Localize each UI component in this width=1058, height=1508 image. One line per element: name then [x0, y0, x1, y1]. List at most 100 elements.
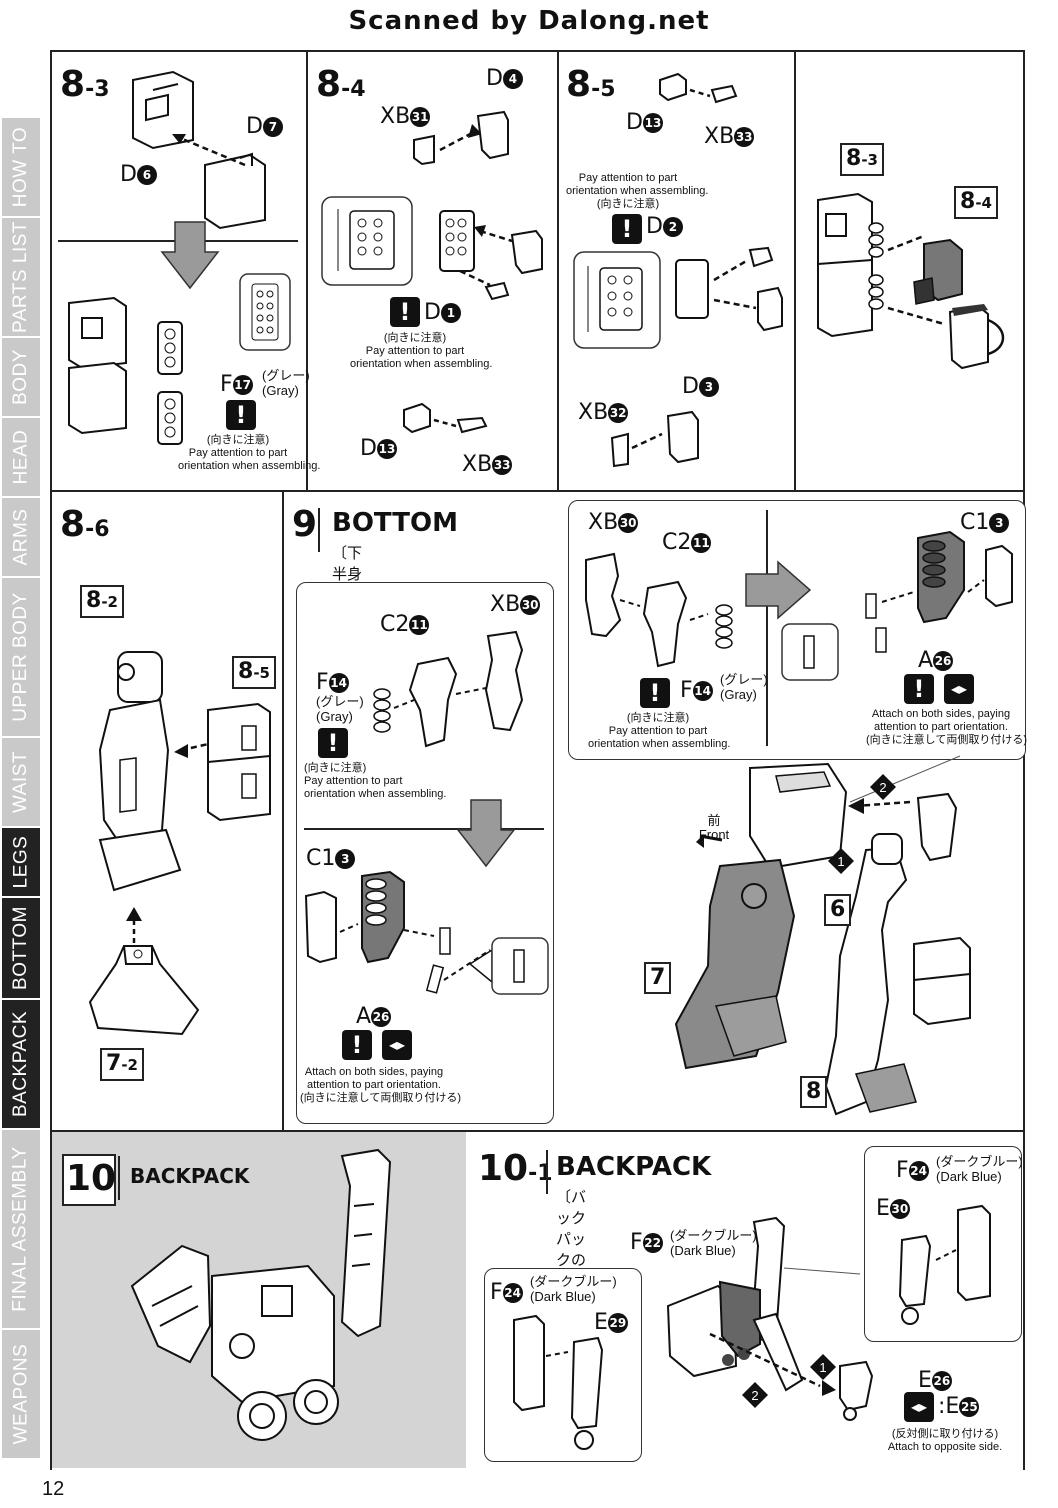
part-f17-pips — [157, 321, 183, 445]
divider-col4 — [282, 490, 284, 1130]
part-c1-block — [865, 530, 1013, 653]
detail-callout — [425, 948, 493, 994]
tab-final-assembly[interactable]: FINAL ASSEMBLY — [2, 1130, 40, 1330]
part-backpack-body — [666, 1216, 861, 1378]
detail-inset-frame — [321, 196, 413, 286]
opposite-side-icon: ◂▸ — [904, 1392, 934, 1422]
tab-how-to[interactable]: HOW TO — [2, 118, 40, 218]
scan-credit: Scanned by Dalong.net — [348, 6, 710, 36]
step-divider — [118, 1156, 120, 1200]
tab-bottom[interactable]: BOTTOM — [2, 898, 40, 1000]
tab-legs[interactable]: LEGS — [2, 828, 40, 898]
part-d7-block — [204, 152, 266, 230]
arrow-up — [126, 907, 142, 943]
color-tag-gray: (グレー)(Gray) — [720, 672, 768, 702]
part-xb30-c2 — [585, 552, 733, 668]
color-tag-dark-blue: (ダークブルー)(Dark Blue) — [936, 1154, 1023, 1184]
part-d13-xb33 — [659, 72, 738, 104]
attention-icon: ! — [226, 400, 256, 430]
tab-head[interactable]: HEAD — [2, 418, 40, 498]
detail-inset-frame — [239, 273, 291, 351]
detail-inset-frame — [573, 251, 661, 349]
big-right-arrow — [745, 560, 812, 620]
divider-col2 — [557, 50, 559, 490]
part-backpack-complete — [130, 1148, 392, 1441]
part-e26-assembly — [709, 1312, 874, 1421]
detail-inset-frame — [781, 623, 839, 681]
tab-arms[interactable]: ARMS — [2, 498, 40, 578]
step-number: 8-6 — [60, 504, 110, 545]
divider-row2 — [50, 1130, 1025, 1132]
sub-divider — [766, 510, 768, 746]
tab-parts-list[interactable]: PARTS LIST — [2, 218, 40, 338]
step-number: 8-3 — [60, 64, 110, 105]
color-tag-dark-blue: (ダークブルー)(Dark Blue) — [530, 1274, 617, 1304]
tab-weapons[interactable]: WEAPONS — [2, 1330, 40, 1460]
opposite-side-note: (反対側に取り付ける)Attach to opposite side. — [887, 1428, 1003, 1453]
svg-text:2: 2 — [751, 1388, 758, 1403]
big-down-arrow — [160, 221, 220, 290]
ref-box-7: 7 — [644, 962, 672, 994]
attention-icon: ! — [318, 728, 348, 758]
tab-body[interactable]: BODY — [2, 338, 40, 418]
divider-col3 — [794, 50, 796, 490]
order-badge-1: 1 — [828, 848, 854, 874]
ref-box-7-2: 7-2 — [100, 1048, 144, 1081]
part-xb32-d3 — [610, 410, 699, 468]
attention-icon: ! — [612, 214, 642, 244]
order-badge-2: 2 — [870, 774, 896, 800]
tab-waist[interactable]: WAIST — [2, 738, 40, 828]
sub-step-frame — [864, 1146, 1022, 1342]
part-c2-xb30 — [373, 630, 524, 748]
step-number: 10-1 — [478, 1148, 553, 1189]
part-e30-f24 — [898, 1204, 991, 1325]
part-leg-armor-block — [207, 702, 271, 822]
part-stacked-blocks — [68, 296, 127, 435]
ref-box-8: 8 — [800, 1076, 828, 1108]
ref-box-8-2: 8-2 — [80, 585, 124, 618]
step-number: 8-4 — [316, 64, 366, 105]
step-number: 9 — [292, 504, 318, 545]
part-lower-leg-frame — [98, 651, 182, 892]
attention-icon: ! — [904, 674, 934, 704]
frame-right — [1023, 50, 1025, 1470]
both-sides-icon: ◂▸ — [944, 674, 974, 704]
attention-icon: ! — [342, 1030, 372, 1060]
part-c1-block — [304, 870, 451, 964]
color-tag-gray: (グレー)(Gray) — [262, 368, 310, 398]
tab-backpack[interactable]: BACKPACK — [2, 1000, 40, 1130]
part-d13-xb33 — [403, 402, 488, 434]
svg-text:1: 1 — [837, 854, 844, 869]
page-number: 12 — [42, 1478, 65, 1500]
order-badge-2: 2 — [742, 1382, 768, 1408]
ref-box-8-4: 8-4 — [954, 186, 998, 219]
part-d1-assembly — [439, 210, 543, 301]
tab-upper-body[interactable]: UPPER BODY — [2, 578, 40, 738]
step-divider — [318, 508, 320, 552]
ref-box-6: 6 — [824, 894, 852, 926]
